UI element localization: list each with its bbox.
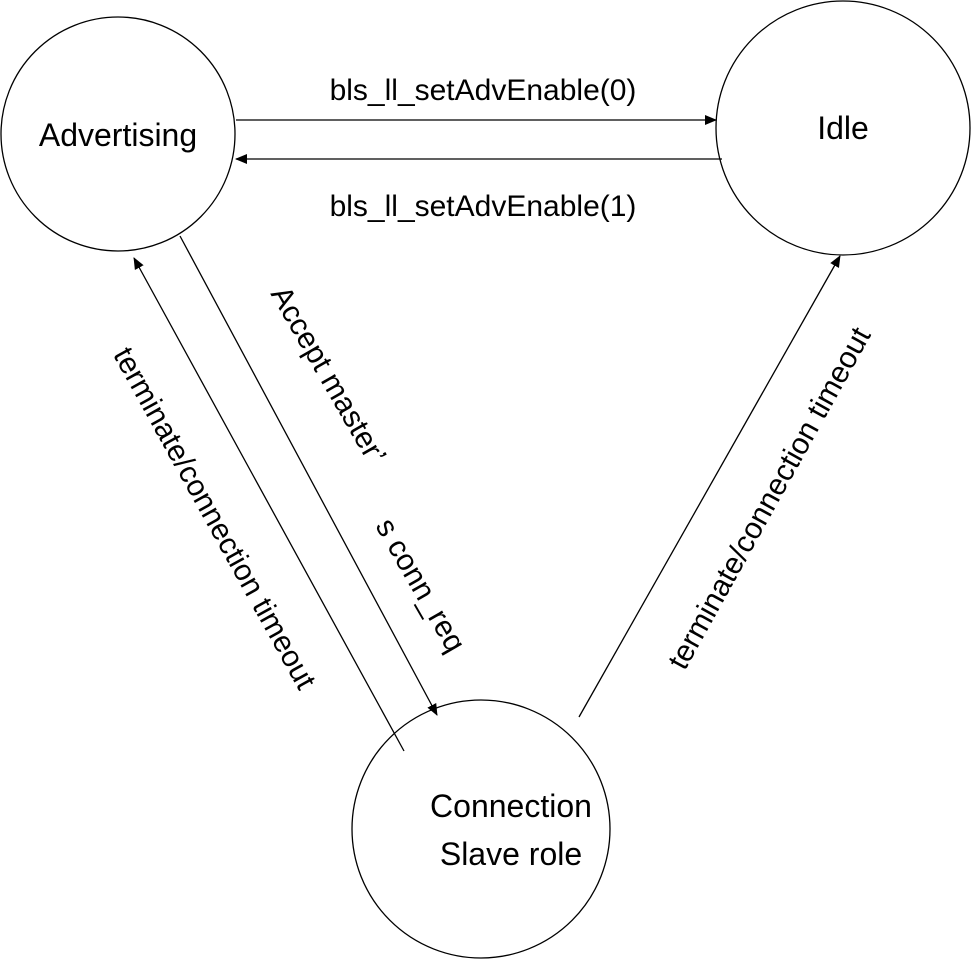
state-connection xyxy=(351,699,611,959)
arrow-adv-to-conn xyxy=(179,235,438,716)
label-conn-to-idle: terminate/connection timeout xyxy=(662,321,878,674)
state-idle-label: Idle xyxy=(817,110,869,146)
arrow-conn-to-idle xyxy=(578,255,841,718)
state-advertising xyxy=(0,16,236,252)
label-adv-to-idle: bls_ll_setAdvEnable(0) xyxy=(330,74,637,107)
label-idle-to-adv: bls_ll_setAdvEnable(1) xyxy=(330,190,637,223)
state-connection-label-line1: Connection xyxy=(430,788,592,824)
label-adv-to-conn-part1: Accept master’ xyxy=(264,281,392,470)
state-idle xyxy=(715,0,971,256)
label-conn-to-adv: terminate/connection timeout xyxy=(106,342,322,695)
state-connection-label-line2: Slave role xyxy=(440,836,582,872)
arrow-conn-to-adv xyxy=(133,257,405,752)
state-advertising-label: Advertising xyxy=(39,117,197,153)
label-adv-to-conn-part2: s conn_req xyxy=(369,513,472,658)
